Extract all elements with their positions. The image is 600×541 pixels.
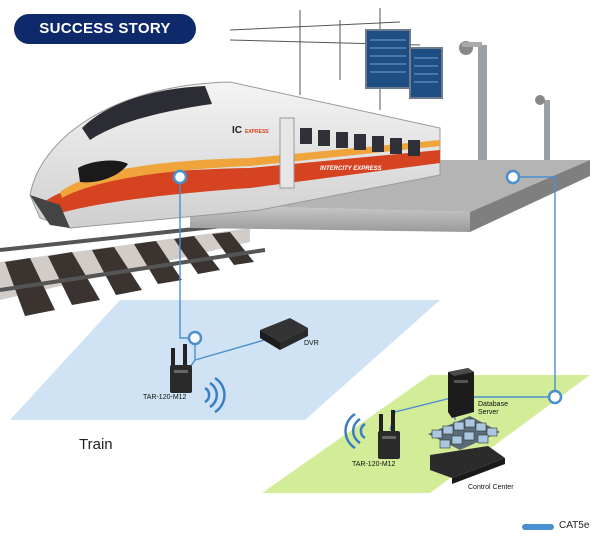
dome-camera-icon: [535, 95, 545, 105]
train-zone-label: Train: [79, 436, 113, 453]
dvr-label: DVR: [304, 340, 319, 347]
database-server-icon: [448, 368, 474, 418]
train-brand-sub-label: EXPRESS: [245, 129, 269, 135]
wireless-signal-icon: [344, 412, 366, 450]
train-brand-label: IC: [232, 125, 242, 136]
rail-track: [0, 220, 266, 316]
train-side-label: INTERCITY EXPRESS: [320, 166, 382, 172]
router-train-icon: [170, 344, 192, 393]
dvr-icon: [260, 318, 308, 350]
wireless-signal-icon: [204, 376, 226, 414]
station-pole-2: [535, 95, 550, 168]
cat5e-legend-label: CAT5e: [559, 520, 590, 531]
departure-board: [365, 29, 443, 99]
control-center-icon: [428, 416, 505, 484]
cat5e-legend-swatch: [522, 524, 554, 530]
control-center-label: Control Center: [468, 484, 514, 491]
router-station-label: TAR-120-M12: [352, 461, 396, 468]
station-zone: [262, 375, 590, 493]
success-story-badge: SUCCESS STORY: [14, 14, 196, 44]
router-station-icon: [378, 410, 400, 459]
cable-node: [172, 169, 563, 405]
database-server-label: Database Server: [478, 401, 508, 416]
train-zone: [10, 300, 440, 420]
station-pole-1: [459, 41, 487, 205]
high-speed-train: [29, 81, 441, 229]
router-train-label: TAR-120-M12: [143, 394, 187, 401]
